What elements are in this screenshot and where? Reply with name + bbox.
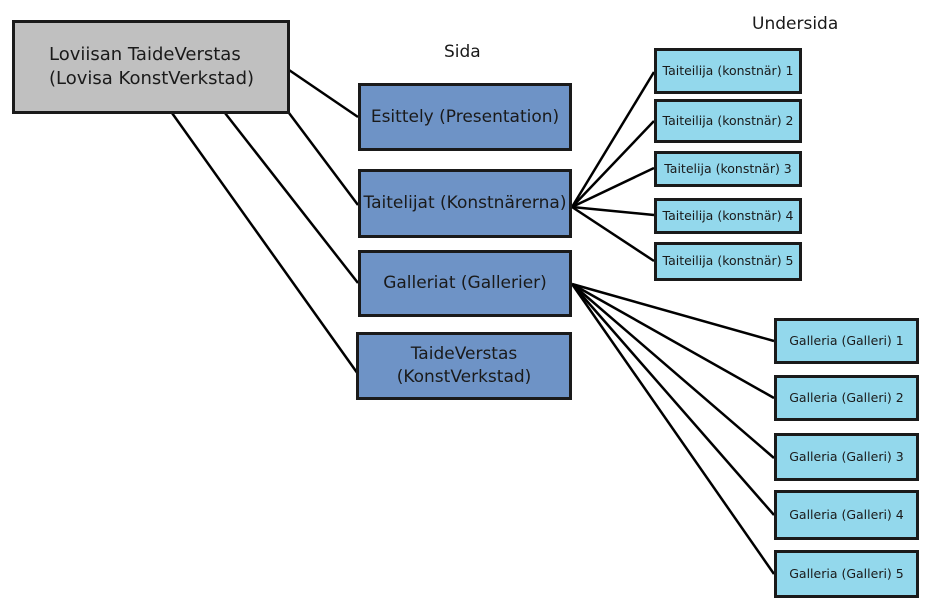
subpage-label: Taiteilija (konstnär) 1 bbox=[662, 62, 794, 78]
connector-gallery-1 bbox=[571, 282, 775, 343]
page-label: Taitelijat (Konstnärerna) bbox=[363, 193, 567, 214]
root-node: Loviisan TaideVerstas (Lovisa KonstVerks… bbox=[12, 20, 290, 114]
page-galleries: Galleriat (Gallerier) bbox=[358, 250, 572, 317]
subpage-gallery-2: Galleria (Galleri) 2 bbox=[774, 375, 919, 421]
connector-root-presentation bbox=[288, 68, 359, 119]
page-presentation: Esittely (Presentation) bbox=[358, 83, 572, 151]
connector-gallery-2 bbox=[571, 282, 775, 400]
connector-root-galleries bbox=[224, 112, 359, 284]
page-label: Galleriat (Gallerier) bbox=[383, 273, 547, 294]
subpage-artist-3: Taitelija (konstnär) 3 bbox=[654, 151, 802, 187]
root-label-line1: Loviisan TaideVerstas bbox=[49, 43, 241, 65]
page-artists: Taitelijat (Konstnärerna) bbox=[358, 169, 572, 238]
pages-header: Sida bbox=[444, 42, 481, 62]
connector-artist-1 bbox=[570, 71, 656, 208]
subpage-label: Taiteilija (konstnär) 2 bbox=[662, 112, 794, 128]
connector-gallery-4 bbox=[571, 283, 775, 516]
root-label: Loviisan TaideVerstas (Lovisa KonstVerks… bbox=[49, 43, 254, 92]
root-label-line2: (Lovisa KonstVerkstad) bbox=[49, 68, 255, 89]
subpage-label: Taiteilija (konstnär) 4 bbox=[662, 207, 794, 223]
connector-gallery-3 bbox=[571, 283, 775, 459]
subpage-gallery-5: Galleria (Galleri) 5 bbox=[774, 550, 919, 598]
connector-artist-3 bbox=[571, 166, 655, 209]
subpage-artist-4: Taiteilija (konstnär) 4 bbox=[654, 198, 802, 234]
subpage-artist-2: Taiteilija (konstnär) 2 bbox=[654, 99, 802, 143]
page-verkstad: TaideVerstas (KonstVerkstad) bbox=[356, 332, 572, 400]
connector-artist-4 bbox=[571, 205, 655, 217]
page-label: Esittely (Presentation) bbox=[370, 106, 560, 127]
connector-root-artists bbox=[288, 112, 359, 206]
connector-root-verkstad bbox=[170, 112, 360, 375]
subpage-label: Galleria (Galleri) 5 bbox=[789, 565, 904, 581]
page-label-line2: (KonstVerkstad) bbox=[396, 367, 532, 387]
subpage-artist-1: Taiteilija (konstnär) 1 bbox=[654, 48, 802, 94]
subpage-label: Taiteilija (konstnär) 5 bbox=[662, 253, 794, 269]
subpages-header: Undersida bbox=[752, 14, 839, 34]
subpage-artist-5: Taiteilija (konstnär) 5 bbox=[654, 242, 802, 281]
page-label-line1: TaideVerstas bbox=[410, 344, 518, 365]
subpage-label: Galleria (Galleri) 1 bbox=[789, 332, 904, 348]
subpage-label: Galleria (Galleri) 2 bbox=[789, 389, 904, 405]
subpage-gallery-3: Galleria (Galleri) 3 bbox=[774, 433, 919, 481]
subpage-label: Galleria (Galleri) 3 bbox=[789, 448, 904, 464]
connector-artist-2 bbox=[571, 120, 655, 208]
subpage-gallery-4: Galleria (Galleri) 4 bbox=[774, 490, 919, 540]
connector-gallery-5 bbox=[570, 283, 776, 575]
subpage-label: Galleria (Galleri) 4 bbox=[789, 506, 904, 522]
connector-artist-5 bbox=[571, 205, 655, 263]
subpage-label: Taitelija (konstnär) 3 bbox=[664, 160, 792, 176]
subpage-gallery-1: Galleria (Galleri) 1 bbox=[774, 318, 919, 364]
